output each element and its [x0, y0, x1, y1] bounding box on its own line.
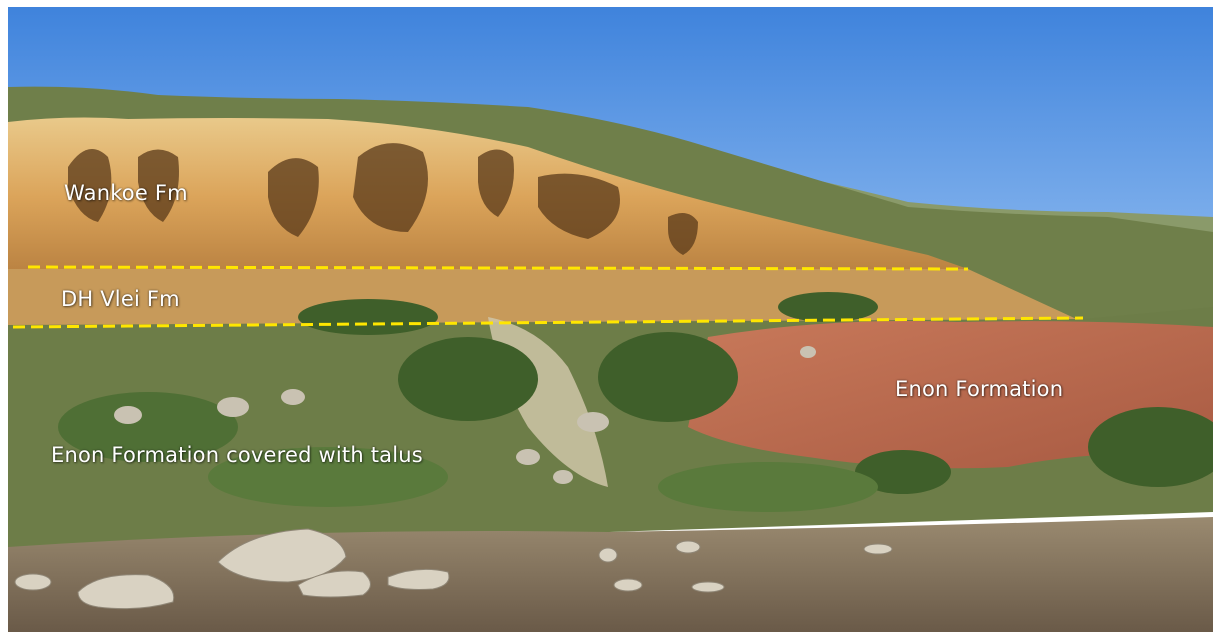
- contact-line-lower: [12, 316, 1084, 329]
- geology-photo: [8, 7, 1213, 632]
- contact-line-upper: [27, 265, 969, 271]
- cave-shadows: [68, 143, 698, 255]
- label-enon-formation: Enon Formation: [895, 377, 1064, 401]
- boulders: [14, 528, 893, 610]
- label-enon-talus: Enon Formation covered with talus: [51, 443, 423, 467]
- slope-rocks: [114, 346, 816, 484]
- label-dh-vlei-fm: DH Vlei Fm: [61, 287, 180, 311]
- shrubs: [58, 292, 1213, 512]
- enon-red-soil: [688, 321, 1213, 469]
- photo-frame: Wankoe Fm DH Vlei Fm Enon Formation Enon…: [8, 7, 1213, 632]
- label-wankoe-fm: Wankoe Fm: [64, 181, 188, 205]
